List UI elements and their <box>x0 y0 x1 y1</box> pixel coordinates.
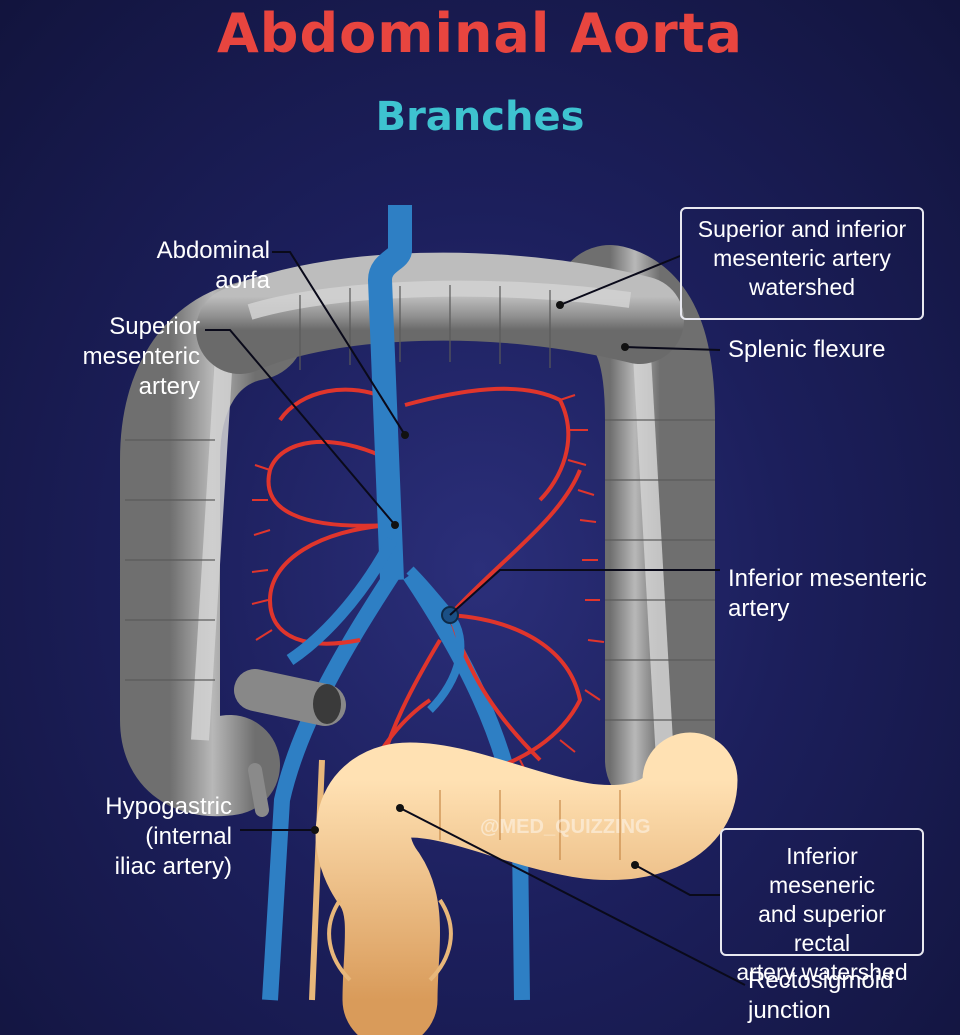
descending-colon <box>555 245 715 815</box>
box-sma-ima-watershed: Superior and inferior mesenteric artery … <box>680 207 924 320</box>
transverse-colon <box>196 252 684 374</box>
aorta <box>286 205 465 713</box>
leader-dots <box>311 301 639 869</box>
leader-lines <box>205 251 746 986</box>
haustra <box>125 285 715 721</box>
box-ima-rectal-watershed: Inferior meseneric and superior rectal a… <box>720 828 924 985</box>
label-splenic-flexure: Splenic flexure <box>728 336 886 363</box>
label-abdominal-aorta: Abdominal aorfa <box>156 237 270 294</box>
ascending-colon <box>120 280 346 817</box>
watermark: @MED_QUIZZING <box>480 816 651 838</box>
label-inferior-mesenteric-artery: Inferior mesenteric artery <box>728 565 927 622</box>
label-hypogastric-artery: Hypogastric (internal iliac artery) <box>105 793 232 880</box>
label-rectosigmoid-junction: Rectosigmoid junction <box>748 967 894 1024</box>
label-superior-mesenteric-artery: Superior mesenteric artery <box>82 313 200 400</box>
sigmoid-colon <box>315 732 738 1035</box>
page-title: Abdominal Aorta <box>217 2 743 65</box>
page-subtitle: Branches <box>375 94 585 140</box>
